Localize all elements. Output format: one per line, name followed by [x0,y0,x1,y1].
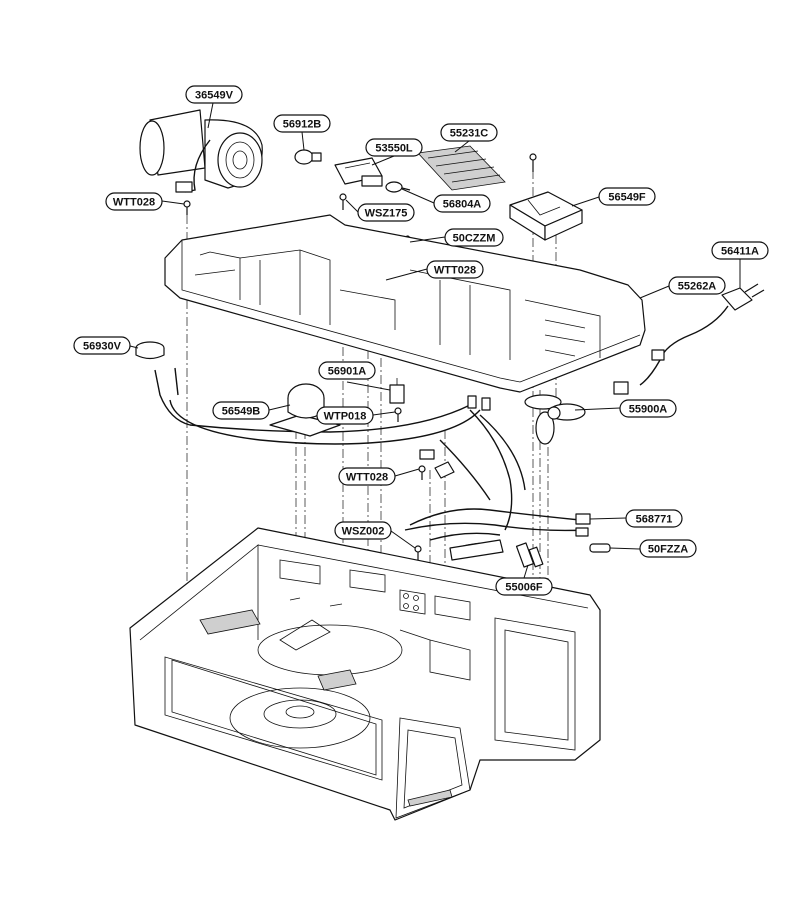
svg-text:56804A: 56804A [443,199,482,211]
svg-text:50CZZM: 50CZZM [453,233,496,245]
svg-text:56901A: 56901A [328,366,367,378]
oven-cavity-chassis [129,527,601,821]
thermal-cutout[interactable] [515,542,544,568]
damper-assembly[interactable] [509,191,583,241]
svg-text:56411A: 56411A [721,246,759,258]
svg-text:55900A: 55900A [629,404,668,416]
callout-568771[interactable]: 568771 [625,509,683,528]
base-plate[interactable] [164,214,646,393]
svg-text:56549F: 56549F [608,192,646,204]
callout-56804A[interactable]: 56804A [433,194,491,213]
svg-text:56549B: 56549B [222,406,261,418]
callout-56549F[interactable]: 56549F [598,187,656,206]
callout-55262A[interactable]: 55262A [668,276,726,295]
svg-text:WTP018: WTP018 [324,411,367,423]
screw-wsz175[interactable] [339,193,347,210]
turntable-motor[interactable] [269,383,341,437]
screw-wtp018[interactable] [394,407,402,422]
svg-text:50FZZA: 50FZZA [648,544,688,556]
cooling-fan-blade[interactable] [524,394,586,445]
callout-55006F[interactable]: 55006F [495,577,553,596]
humidity-sensor[interactable] [389,378,405,404]
leader-lines [129,102,741,579]
callout-WTT028-lower[interactable]: WTT028 [338,467,396,486]
callout-WSZ175[interactable]: WSZ175 [357,203,415,222]
svg-text:55262A: 55262A [678,281,717,293]
callout-56411A[interactable]: 56411A [711,241,769,260]
callout-50FZZA[interactable]: 50FZZA [639,539,697,558]
screw-right[interactable] [529,153,537,172]
callout-55231C[interactable]: 55231C [440,123,498,142]
svg-text:56930V: 56930V [83,341,122,353]
fan-motor-blower[interactable] [139,109,263,193]
callout-56912B[interactable]: 56912B [273,114,331,133]
callout-WSZ002[interactable]: WSZ002 [334,521,392,540]
svg-text:WTT028: WTT028 [346,472,388,484]
svg-text:568771: 568771 [636,514,673,526]
fuse[interactable] [589,543,611,553]
svg-text:36549V: 36549V [195,90,234,102]
svg-text:WSZ002: WSZ002 [342,526,385,538]
screw-wtt028-lower[interactable] [418,465,426,480]
lamp-socket[interactable] [334,157,383,187]
svg-text:55006F: 55006F [505,582,543,594]
svg-text:WSZ175: WSZ175 [365,208,408,220]
callout-36549V[interactable]: 36549V [185,85,243,104]
svg-text:56912B: 56912B [283,119,322,131]
power-cord[interactable] [613,283,765,395]
part-callouts: 36549V 56912B 53550L 55231C WTT028 WSZ17… [73,85,769,596]
wiring-harness[interactable] [169,395,591,561]
callout-50CZZM[interactable]: 50CZZM [444,228,504,247]
grease-filter[interactable] [417,145,506,191]
svg-text:WTT028: WTT028 [113,197,155,209]
screw-wtt028-top[interactable] [183,200,191,215]
callout-WTP018[interactable]: WTP018 [316,406,374,425]
callout-53550L[interactable]: 53550L [365,138,423,157]
callout-56549B[interactable]: 56549B [212,401,270,420]
lamp-bulb[interactable] [294,149,322,165]
thermal-fuse-connector[interactable] [385,181,411,193]
thermostat[interactable] [135,341,191,426]
callout-56901A[interactable]: 56901A [318,361,376,380]
svg-text:55231C: 55231C [450,128,489,140]
svg-text:WTT028: WTT028 [434,265,476,277]
svg-text:53550L: 53550L [375,143,413,155]
callout-55900A[interactable]: 55900A [619,399,677,418]
callout-56930V[interactable]: 56930V [73,336,131,355]
callout-WTT028-mid[interactable]: WTT028 [426,260,484,279]
callout-WTT028-top[interactable]: WTT028 [105,192,163,211]
